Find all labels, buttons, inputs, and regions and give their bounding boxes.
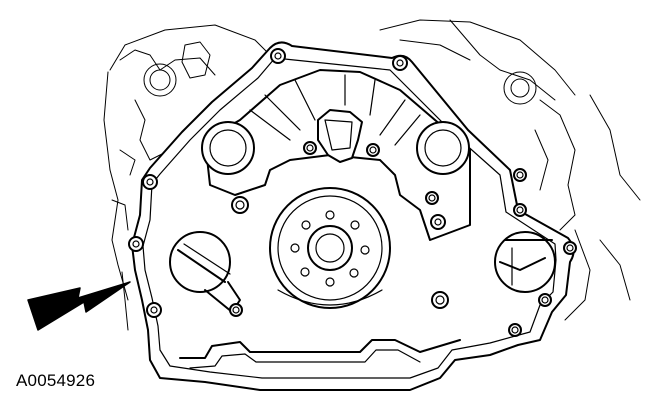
right-cam-bore (416, 121, 470, 175)
center-bracket (317, 109, 363, 163)
callout-arrow-icon (27, 281, 131, 331)
plate-bottom-rib (179, 339, 461, 359)
right-access-opening (494, 231, 556, 293)
engine-block-background (103, 19, 641, 331)
plate-bottom-rib-inner (189, 349, 421, 369)
center-bracket-detail (324, 119, 353, 151)
figure-id-label: A0054926 (16, 371, 96, 390)
crankshaft-flange (269, 187, 391, 309)
upper-web-ribs (249, 74, 421, 146)
left-cam-bore (201, 121, 255, 175)
plate-bolts (128, 48, 577, 337)
